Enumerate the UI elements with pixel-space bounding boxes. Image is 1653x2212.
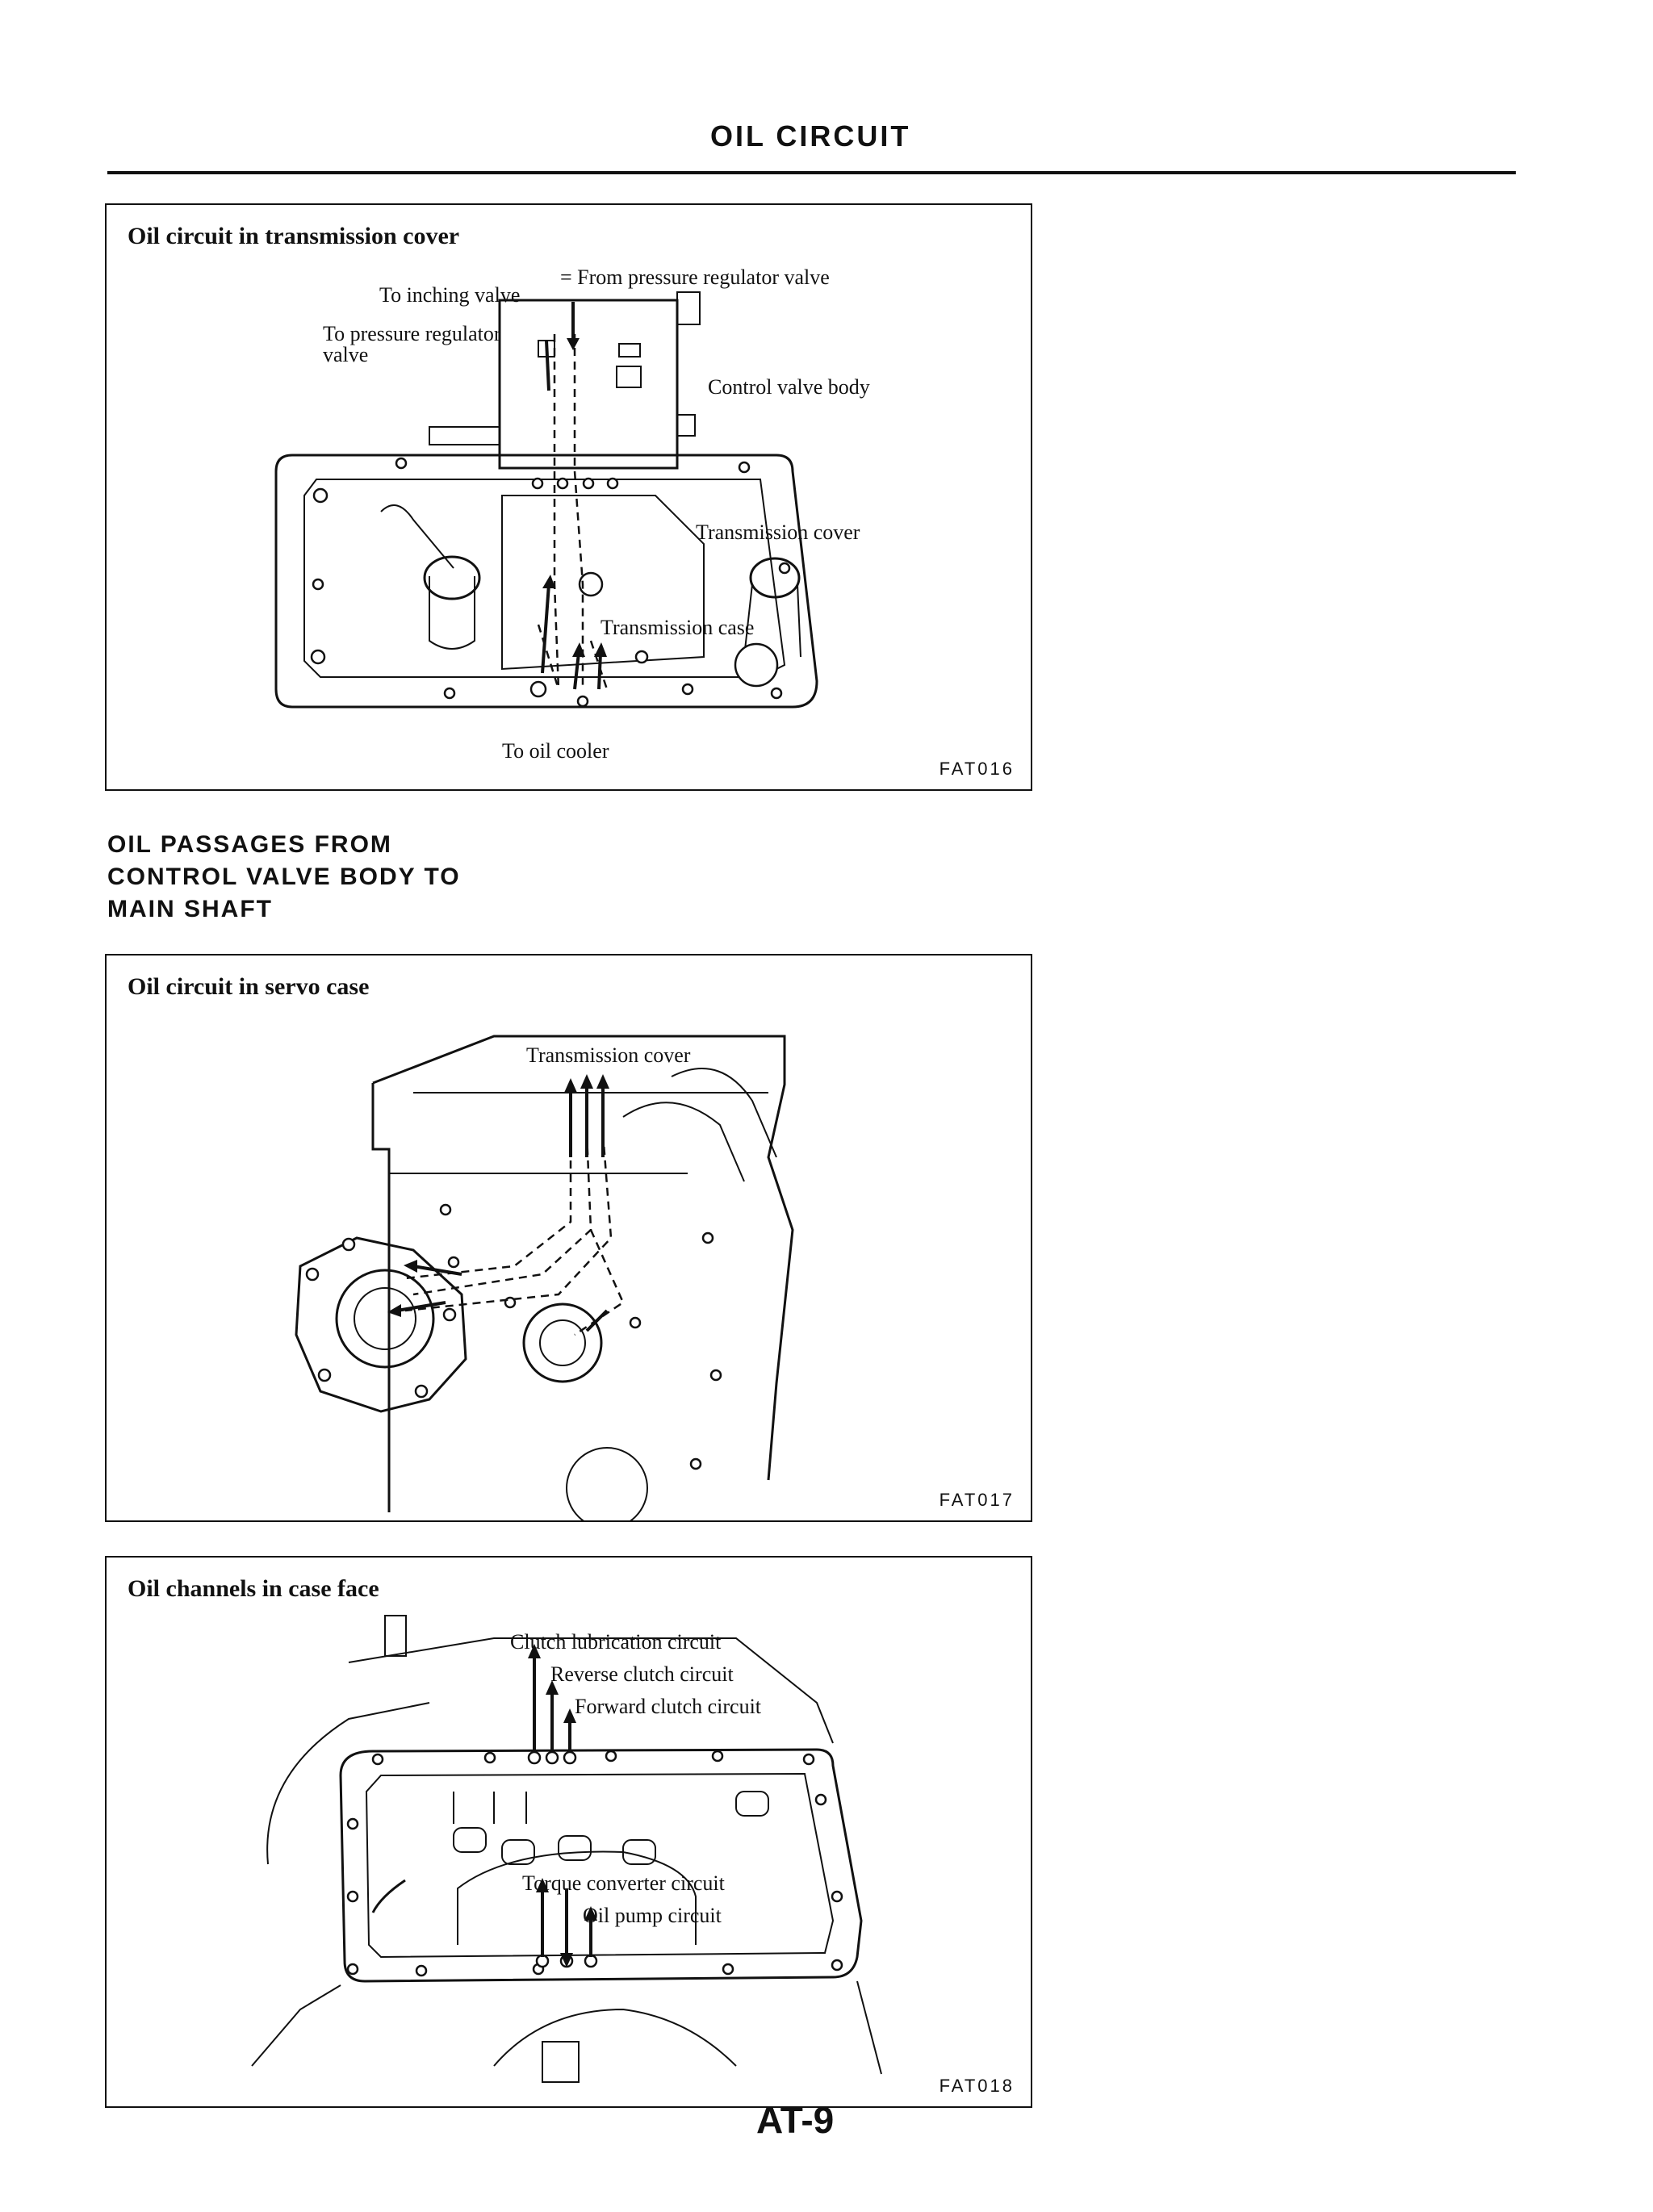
page-number: AT-9: [756, 2099, 835, 2141]
case-face-pan-shape: [339, 1748, 863, 1983]
legend-label: = From pressure regulator valve: [560, 266, 830, 289]
figure-case-face: Oil channels in case face: [105, 1556, 1032, 2108]
figure-code: FAT016: [939, 759, 1015, 779]
figure-code: FAT017: [939, 1490, 1015, 1510]
reverse-clutch-label: Reverse clutch circuit: [550, 1662, 734, 1686]
figure-code: FAT018: [939, 2076, 1015, 2096]
bolt-holes: [305, 1203, 722, 1470]
figure-transmission-cover: Oil circuit in transmission cover: [105, 203, 1032, 791]
pressure-regulator-label-1: To pressure regulator: [323, 322, 501, 345]
section-heading-line: OIL PASSAGES FROM: [107, 831, 392, 858]
inching-valve-label: To inching valve: [379, 283, 520, 307]
section-heading-line: CONTROL VALVE BODY TO: [107, 863, 461, 890]
control-valve-body-label: Control valve body: [708, 375, 870, 399]
forward-clutch-label: Forward clutch circuit: [575, 1695, 762, 1718]
servo-flange-shape: [295, 1236, 467, 1413]
section-heading-line: MAIN SHAFT: [107, 896, 273, 922]
figure-servo-case: Oil circuit in servo case: [105, 954, 1032, 1522]
bolt-holes: [346, 1750, 843, 1977]
torque-converter-label: Torque converter circuit: [522, 1871, 726, 1895]
figure-title: Oil circuit in transmission cover: [128, 223, 460, 249]
transmission-cover-diagram: = From pressure regulator valve To inchi…: [274, 266, 870, 763]
control-valve-body-shape: [498, 299, 679, 470]
servo-case-diagram: Transmission cover: [295, 1035, 794, 1520]
figure-title: Oil circuit in servo case: [128, 973, 370, 1000]
transmission-case-label: Transmission case: [601, 616, 754, 639]
header-rule: [107, 171, 1516, 174]
transmission-cover-label: Transmission cover: [526, 1043, 691, 1067]
transmission-cover-label: Transmission cover: [696, 521, 860, 544]
pressure-regulator-label-2: valve: [323, 343, 368, 366]
figure-title: Oil channels in case face: [128, 1575, 379, 1602]
section-heading: OIL PASSAGES FROM CONTROL VALVE BODY TO …: [107, 829, 461, 926]
page-header: OIL CIRCUIT: [710, 119, 911, 153]
case-outline-shape: [372, 1035, 794, 1481]
flow-arrows: [387, 1074, 609, 1332]
clutch-lubrication-label: Clutch lubrication circuit: [510, 1630, 722, 1654]
oil-pump-label: Oil pump circuit: [583, 1904, 722, 1927]
cover-plate-shape: [274, 454, 818, 709]
flow-arrows: [528, 1644, 597, 1967]
bolt-holes: [310, 457, 791, 708]
oil-cooler-label: To oil cooler: [502, 739, 609, 763]
flow-arrows: [541, 302, 607, 690]
case-face-diagram: Clutch lubrication circuit Reverse clutc…: [251, 1615, 882, 2083]
